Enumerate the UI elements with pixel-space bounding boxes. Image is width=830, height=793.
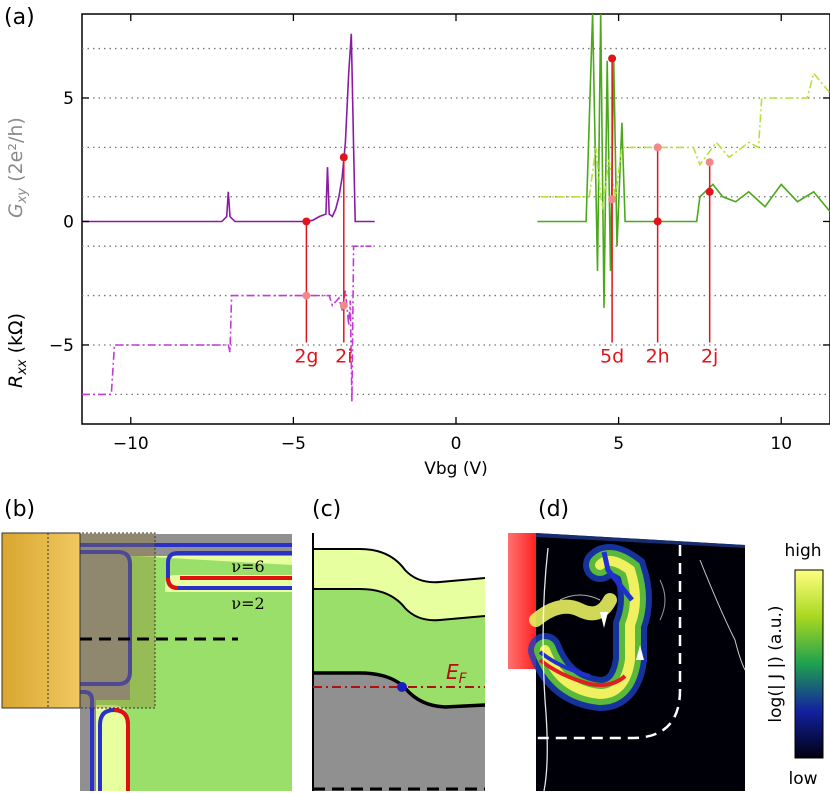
edge-region [80,556,130,700]
marker-point [302,291,311,300]
current-core [540,556,640,700]
top-edge-glow [536,533,745,548]
colorbar-title: log(| J |) (a.u.) [766,605,786,722]
y-tick-label: −5 [49,336,74,356]
panel-c-schematic: EF [312,533,486,791]
fermi-level-label: EF [446,660,468,687]
edge-channel-red-inner [113,708,130,791]
colorbar-high-label: high [784,541,821,561]
marker-point [705,187,714,196]
boundary-contour-right [699,559,746,671]
fermi-crossing-dot [397,682,407,692]
boundary-contour-left [542,547,549,792]
x-tick-label: 0 [451,434,462,454]
marker-label: 2j [701,345,718,367]
band-valence [313,673,485,791]
marker-point [608,54,617,63]
contact-electrode [1,532,81,709]
y-tick-label: 5 [63,89,74,109]
x-tick-label: −10 [113,434,149,454]
x-tick-label: 10 [770,434,792,454]
nu2-label: ν=2 [231,594,264,613]
band-edge-lower [313,588,486,622]
marker-point [705,158,714,167]
contour-line [559,594,601,601]
marker-label: 2g [294,345,318,367]
y-axis-label-top: Gxy (2e²/h) [5,117,30,218]
marker-label: 2i [335,345,352,367]
edge-channel-red-corner [166,577,179,590]
y-tick-label: 0 [63,212,74,232]
panel-c-label: (c) [312,497,341,522]
y-axis-label-bottom: Rxx (kΩ) [5,313,30,388]
flow-arrow-1 [600,612,608,628]
marker-label: 2h [646,345,670,367]
marker-point [339,153,348,162]
x-tick-label: −5 [281,434,306,454]
nu6-stripe [135,556,292,592]
dotted-grid [82,47,830,396]
panel-b-label: (b) [4,497,35,522]
marker-point [608,195,617,204]
panel-b-schematic: ν=6 ν=2 [1,532,292,791]
series-line-3 [540,71,830,210]
x-axis-label: Vbg (V) [424,459,488,479]
x-ticks: −10 −5 0 5 10 [113,14,792,454]
colorbar [794,569,824,759]
series-line-2 [537,14,830,308]
panel-a-label: (a) [4,5,35,30]
series-line-0 [82,33,375,223]
series-group [82,14,830,402]
nu6-stripe-bottom [96,705,128,791]
y-ticks: −5 0 5 [49,89,830,356]
series-line-1 [82,245,372,402]
cut-line-d [536,545,682,740]
current-branch [529,593,617,627]
panel-d-label: (d) [538,497,569,522]
edge-channel-red-d [538,658,627,687]
flow-arrow-2 [636,645,644,660]
edge-channel-blue-bottom [80,690,94,791]
colorbar-low-label: low [788,769,817,789]
marker-point [302,217,311,226]
edge-channel-blue-loop [80,550,132,686]
contour-line-2 [659,579,666,621]
band-edge-upper [313,548,486,584]
marker-point [653,217,662,226]
marker-label: 5d [600,345,624,367]
panel-d-map: high low log(| J |) (a.u.) [508,533,824,792]
edge-channel-blue-top-d [601,551,634,602]
marker-point [653,143,662,152]
nu6-label: ν=6 [231,557,264,576]
marker-point [339,301,348,310]
marker-group: 2g 2i 5d 2h 2j [294,54,718,367]
x-tick-label: 5 [613,434,624,454]
